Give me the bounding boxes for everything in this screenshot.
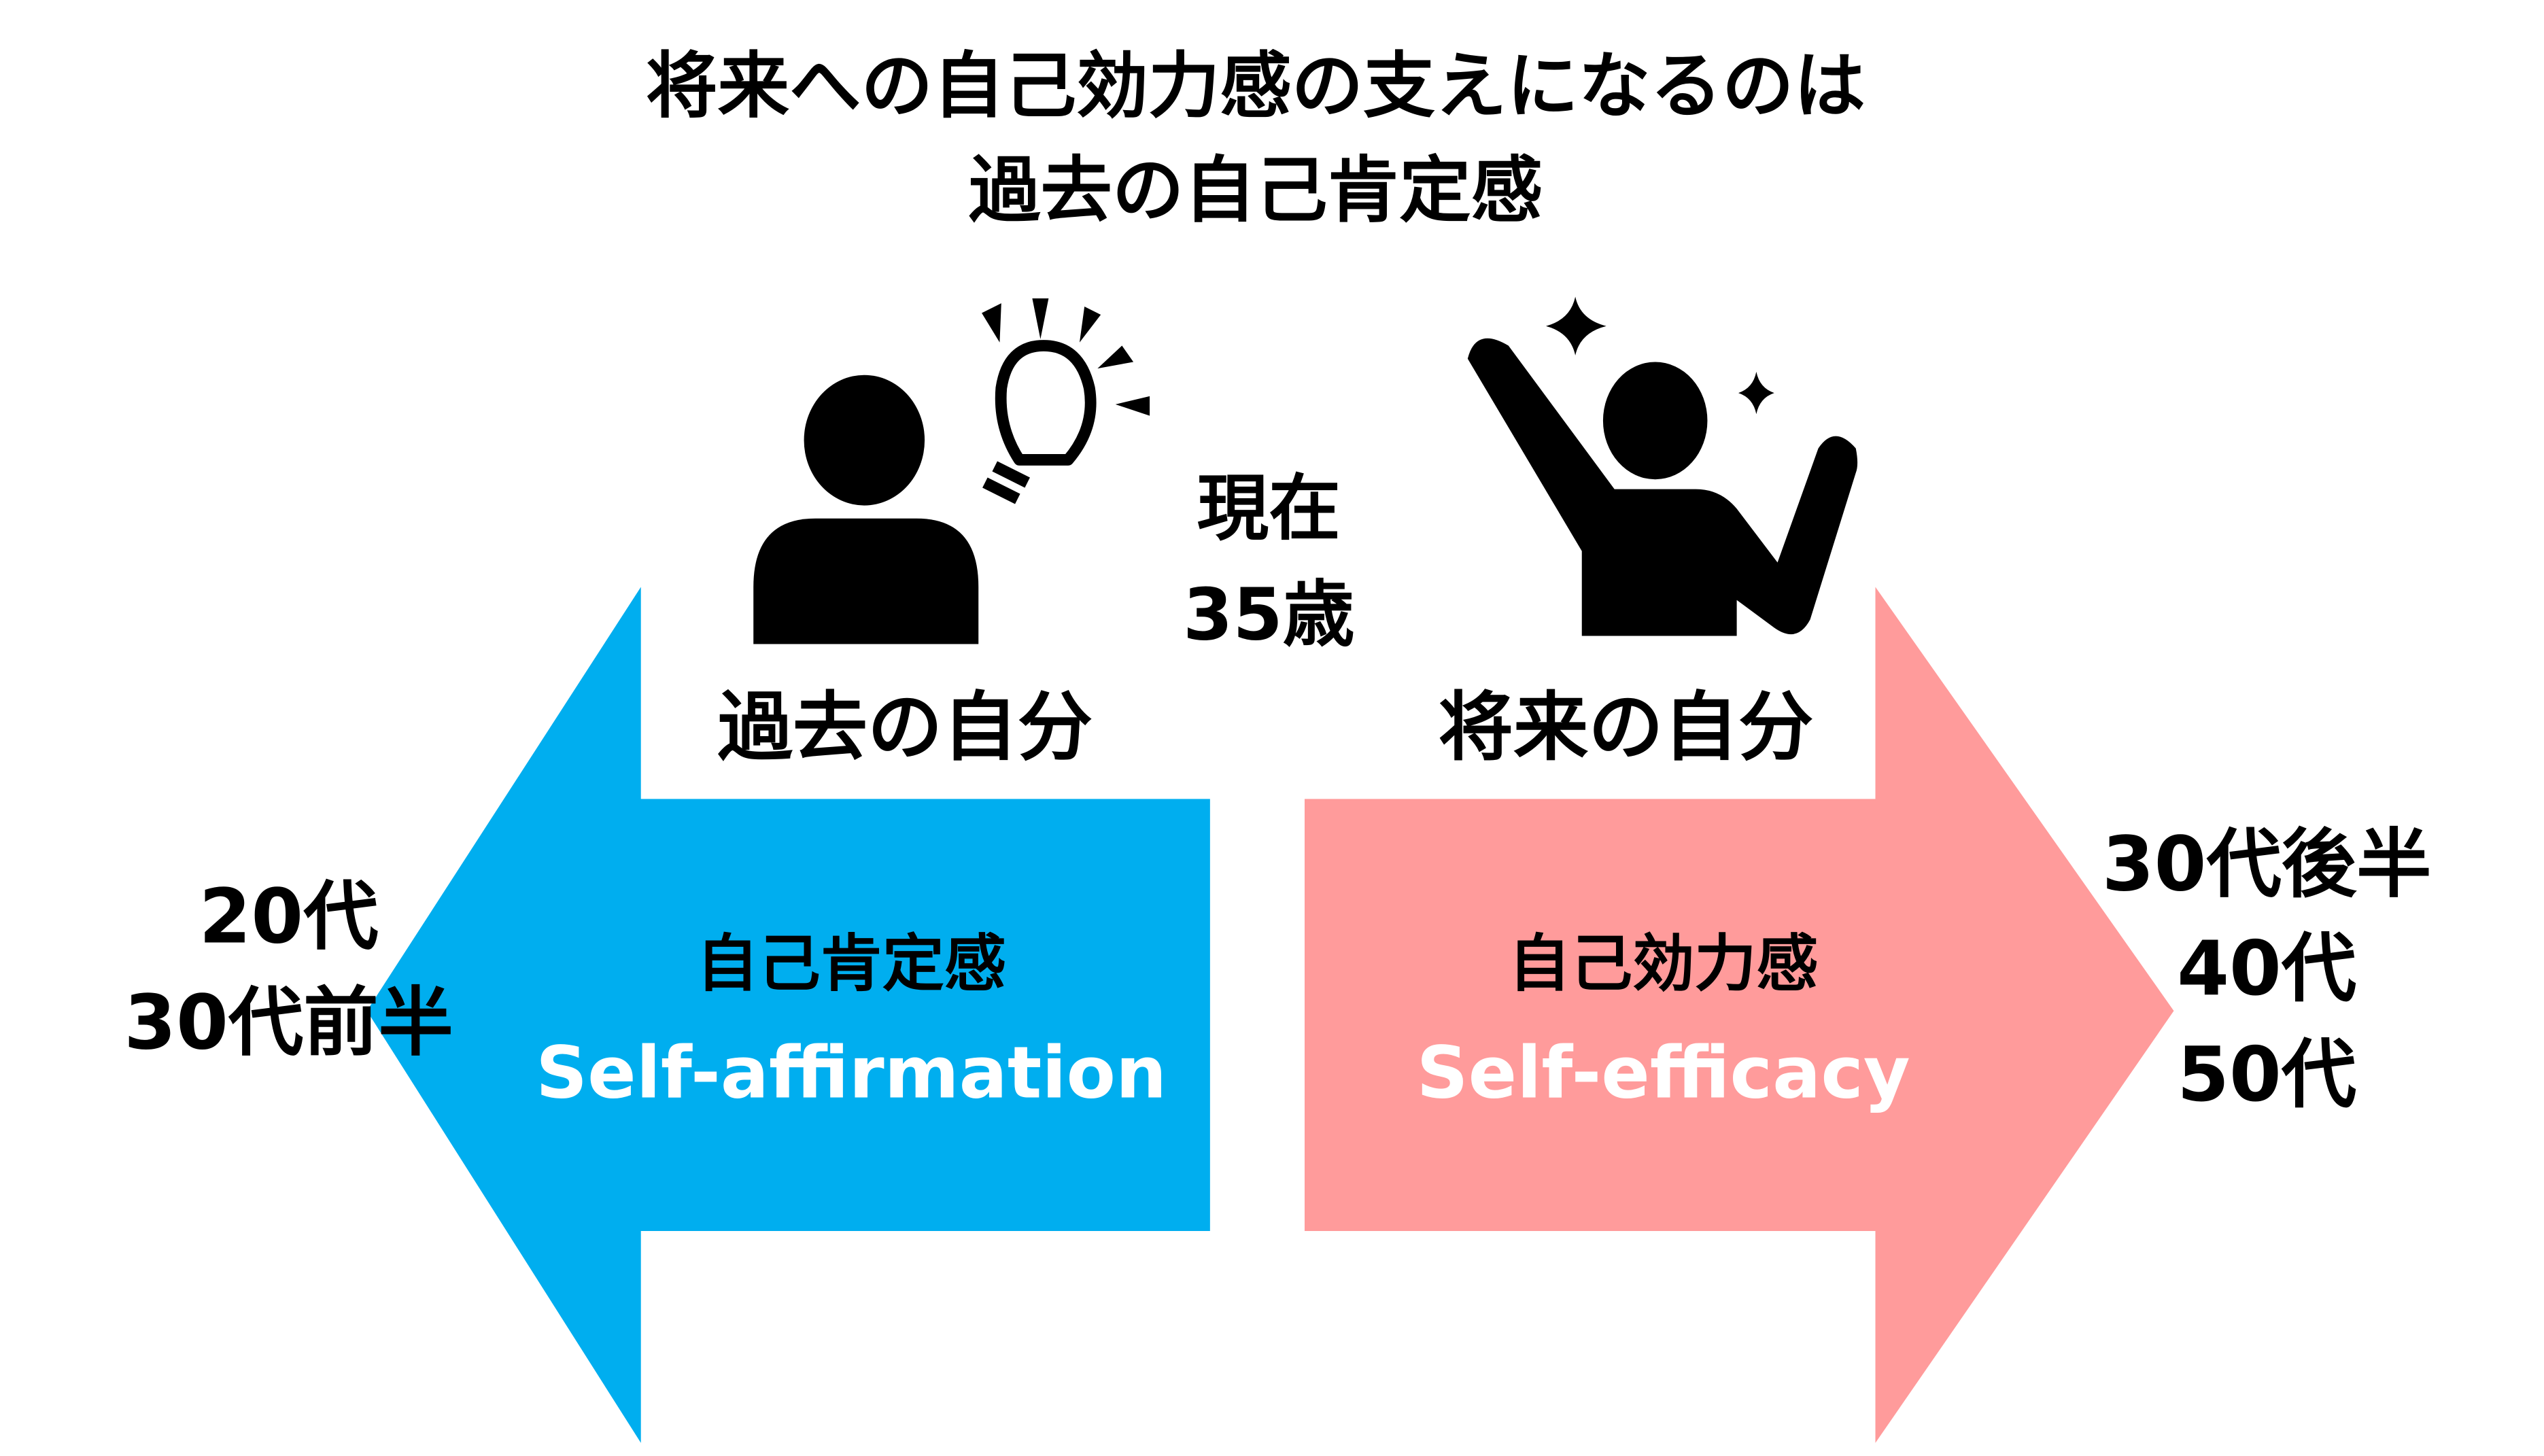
present-age: 35歳 [1183, 572, 1354, 656]
past-arrow [366, 587, 1210, 1443]
future-age-3: 50代 [2177, 1032, 2356, 1119]
past-age-1: 20代 [199, 873, 379, 960]
sparkle-icon [1545, 296, 1606, 356]
future-arrow [1304, 587, 2174, 1443]
person-raising-arm-icon [1467, 296, 1858, 636]
title-line-2: 過去の自己肯定感 [969, 149, 1543, 232]
future-age-1: 30代後半 [2102, 822, 2432, 909]
sparkle-icon [1738, 371, 1774, 415]
future-age-2: 40代 [2177, 926, 2356, 1013]
person-lightbulb-icon [753, 298, 1150, 644]
present-label: 現在 [1197, 466, 1341, 550]
past-heading: 過去の自分 [717, 684, 1093, 772]
future-concept-en: Self-efficacy [1417, 1030, 1910, 1114]
future-heading: 将来の自分 [1439, 684, 1814, 772]
lightbulb-icon [982, 298, 1150, 504]
past-age-2: 30代前半 [124, 980, 453, 1067]
title-line-1: 将来への自己効力感の支えになるのは [646, 44, 1866, 128]
past-concept-jp: 自己肯定感 [696, 928, 1006, 1000]
past-concept-en: Self-affirmation [536, 1030, 1167, 1114]
future-concept-jp: 自己効力感 [1509, 928, 1819, 1000]
